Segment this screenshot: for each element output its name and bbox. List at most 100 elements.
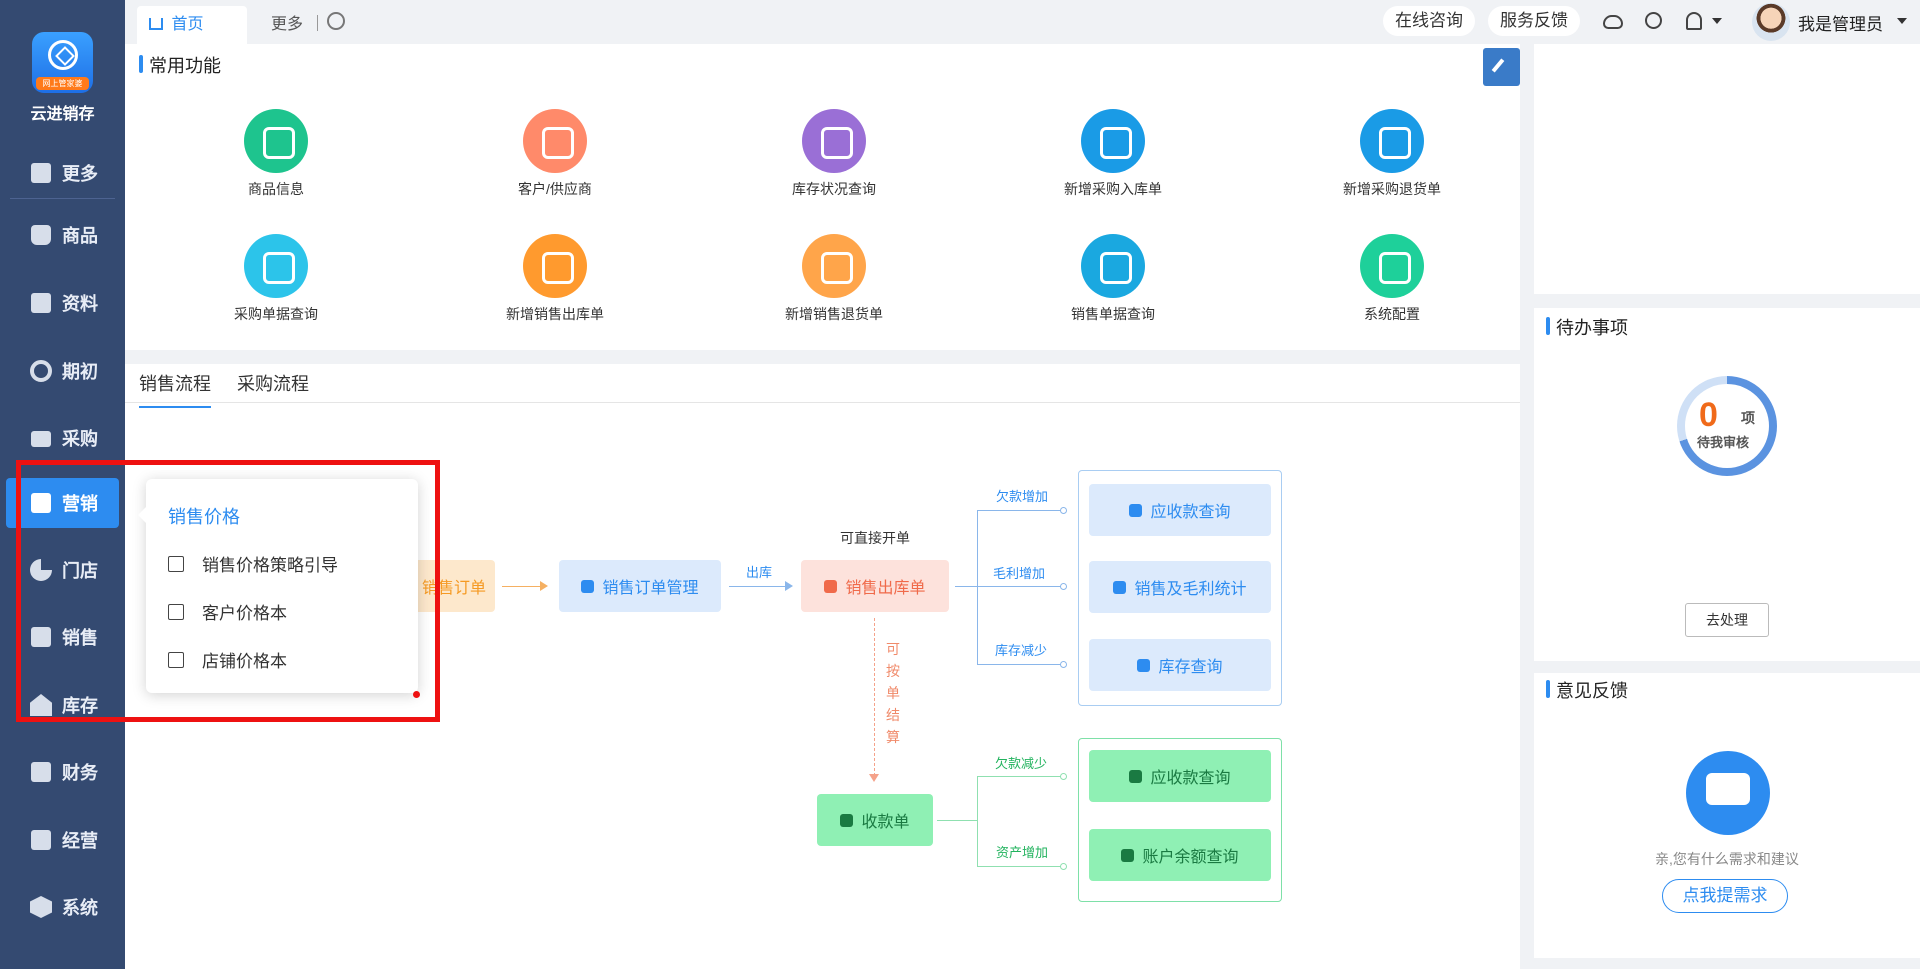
home-icon [149, 18, 163, 30]
sidebar-item-label: 商品 [62, 226, 98, 246]
sidebar-item-store[interactable]: 门店 [6, 545, 119, 595]
red-dot [413, 691, 420, 698]
flow-receivable-query-2[interactable]: 应收款查询 [1089, 750, 1271, 802]
flow-box-label: 应收款查询 [1150, 504, 1231, 521]
func-label: 新增销售出库单 [506, 306, 604, 322]
tab-purchase-flow[interactable]: 采购流程 [237, 374, 309, 394]
gear-icon[interactable] [327, 12, 345, 30]
func-new-purchase-return[interactable]: 新增采购退货单 [1292, 109, 1492, 199]
submit-request-button[interactable]: 点我提需求 [1662, 879, 1788, 913]
sidebar-divider [10, 198, 115, 199]
func-new-sales-out[interactable]: 新增销售出库单 [455, 234, 655, 324]
func-label: 系统配置 [1364, 306, 1420, 322]
tab-more[interactable]: 更多 [257, 6, 317, 44]
chevron-down-icon[interactable] [1712, 18, 1722, 24]
section-title: 意见反馈 [1546, 677, 1628, 703]
logo-badge: 网上管家婆 [36, 77, 89, 90]
menu-item-customer-price-book[interactable]: 客户价格本 [168, 599, 287, 624]
house-search-icon [802, 109, 866, 173]
tab-sales-flow[interactable]: 销售流程 [139, 370, 211, 408]
house-icon [1137, 658, 1151, 672]
building-icon [523, 109, 587, 173]
document-icon [30, 292, 52, 314]
avatar[interactable] [1752, 3, 1790, 41]
service-feedback-button[interactable]: 服务反馈 [1488, 6, 1580, 36]
func-new-purchase-in[interactable]: 新增采购入库单 [1013, 109, 1213, 199]
connector-dot [1060, 583, 1067, 590]
feedback-panel: 意见反馈 亲,您有什么需求和建议 点我提需求 [1534, 673, 1920, 958]
edit-button[interactable] [1483, 48, 1520, 86]
tab-home[interactable]: 首页 [137, 6, 247, 44]
flow-sales-order-mgmt[interactable]: 销售订单管理 [559, 560, 721, 612]
sidebar-item-opening[interactable]: 期初 [6, 346, 119, 396]
sidebar-item-sales[interactable]: 销售 [6, 612, 119, 662]
flow-label-settle: 可 按 单 结 算 [886, 641, 900, 745]
sidebar-item-inventory[interactable]: 库存 [6, 680, 119, 730]
arrow-right-icon [785, 581, 793, 591]
import-icon [1081, 109, 1145, 173]
bell-icon[interactable] [1686, 12, 1702, 30]
func-goods-info[interactable]: 商品信息 [176, 109, 376, 199]
sidebar-item-finance[interactable]: 财务 [6, 747, 119, 797]
connector [977, 510, 978, 665]
brand-name: 云进销存 [30, 106, 95, 123]
func-purchase-query[interactable]: 采购单据查询 [176, 234, 376, 324]
sidebar-item-data[interactable]: 资料 [6, 278, 119, 328]
flow-sales-order[interactable]: 销售订单 [413, 560, 495, 612]
menu-item-price-strategy[interactable]: 销售价格策略引导 [168, 551, 338, 576]
connector-dot [1060, 661, 1067, 668]
flow-box-label: 应收款查询 [1150, 770, 1231, 787]
sidebar-item-more[interactable]: 更多 [6, 148, 119, 198]
flow-stock-query[interactable]: 库存查询 [1089, 639, 1271, 691]
bag-icon [30, 224, 52, 246]
connector [977, 776, 1061, 777]
func-label: 采购单据查询 [234, 306, 318, 322]
sidebar-item-marketing[interactable]: 营销 [6, 478, 119, 528]
search-icon[interactable] [1645, 12, 1662, 29]
connector-dot [1060, 773, 1067, 780]
flow-account-balance[interactable]: 账户余额查询 [1089, 829, 1271, 881]
yen-icon [30, 761, 52, 783]
marketing-submenu: 销售价格 销售价格策略引导 客户价格本 店铺价格本 [138, 479, 418, 693]
func-new-sales-return[interactable]: 新增销售退货单 [734, 234, 934, 324]
arrow-down-icon [869, 774, 879, 782]
process-button[interactable]: 去处理 [1685, 603, 1769, 637]
flow-sales-outbound[interactable]: 销售出库单 [801, 560, 949, 612]
bar-chart-icon [30, 626, 52, 648]
receipt-icon [840, 813, 854, 827]
menu-item-store-price-book[interactable]: 店铺价格本 [168, 647, 287, 672]
sidebar-item-label: 采购 [62, 429, 98, 449]
func-sales-query[interactable]: 销售单据查询 [1013, 234, 1213, 324]
flow-receipt[interactable]: 收款单 [817, 794, 933, 846]
section-title: 常用功能 [139, 52, 221, 78]
func-stock-status[interactable]: 库存状况查询 [734, 109, 934, 199]
sidebar-item-system[interactable]: 系统 [6, 882, 119, 932]
sidebar-item-purchase[interactable]: 采购 [6, 413, 119, 463]
tab-label: 首页 [171, 16, 204, 33]
chevron-down-icon[interactable] [1897, 18, 1907, 24]
func-label: 商品信息 [248, 181, 304, 197]
online-consult-button[interactable]: 在线咨询 [1383, 6, 1475, 36]
target-icon [30, 360, 52, 382]
username[interactable]: 我是管理员 [1798, 15, 1883, 34]
submenu-title: 销售价格 [168, 507, 240, 527]
sidebar-item-operation[interactable]: 经营 [6, 815, 119, 865]
func-system-config[interactable]: 系统配置 [1292, 234, 1492, 324]
connector [977, 776, 978, 866]
flow-receivable-query[interactable]: 应收款查询 [1089, 484, 1271, 536]
arrow-right-icon [540, 581, 548, 591]
connector [937, 820, 977, 821]
sidebar-item-label: 销售 [62, 628, 98, 648]
func-customer-supplier[interactable]: 客户/供应商 [455, 109, 655, 199]
func-label: 销售单据查询 [1071, 306, 1155, 322]
connector-dot [1060, 507, 1067, 514]
sidebar-item-goods[interactable]: 商品 [6, 210, 119, 260]
highlight-box [16, 460, 440, 722]
flow-label-debt-down: 欠款减少 [995, 756, 1048, 771]
progress-ring: 0 项 待我审核 [1677, 376, 1777, 476]
func-label: 新增采购退货单 [1343, 181, 1441, 197]
flow-box-label: 销售及毛利统计 [1134, 581, 1247, 598]
pie-chart-icon [30, 559, 52, 581]
flow-sales-profit-stats[interactable]: 销售及毛利统计 [1089, 561, 1271, 613]
cloud-download-icon[interactable] [1603, 15, 1623, 29]
